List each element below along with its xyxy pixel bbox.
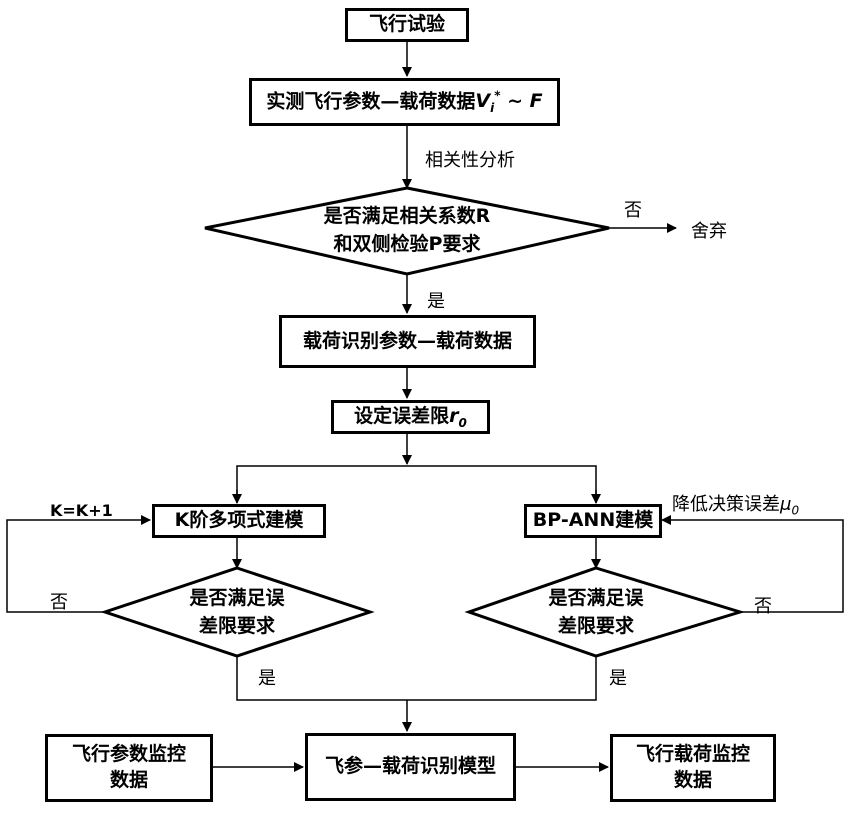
label-yes-left: 是 (258, 664, 276, 690)
decision-correlation-text: 是否满足相关系数R 和双侧检验P要求 (225, 196, 589, 264)
node-flight-load-monitor: 飞行载荷监控 数据 (610, 734, 776, 802)
node-flight-param-monitor: 飞行参数监控 数据 (45, 734, 213, 802)
node-bp-model: BP-ANN建模 (524, 504, 662, 538)
node-id-model-label: 飞参—载荷识别模型 (325, 754, 496, 780)
node-bp-model-label: BP-ANN建模 (533, 508, 653, 534)
decision-right-line1: 是否满足误 (548, 584, 643, 613)
decision-left-text: 是否满足误 差限要求 (150, 582, 324, 642)
label-yes-right: 是 (609, 664, 627, 690)
node-measured-data-label: 实测飞行参数—载荷数据Vi* ~ F (266, 88, 542, 116)
node-set-error-label: 设定误差限r0 (354, 404, 467, 431)
loop-left (7, 520, 150, 612)
label-no-right: 否 (754, 592, 772, 618)
label-discard: 舍弃 (691, 217, 727, 243)
node-load-id-data-label: 载荷识别参数—载荷数据 (303, 329, 512, 355)
node-flight-param-monitor-line2: 数据 (72, 768, 186, 794)
decision-right-line2: 差限要求 (548, 612, 643, 641)
label-no-left: 否 (50, 588, 68, 614)
node-flight-load-monitor-line2: 数据 (636, 768, 750, 794)
split-line (237, 466, 596, 502)
decision-right-text: 是否满足误 差限要求 (509, 582, 683, 642)
decision-correlation-line1: 是否满足相关系数R (324, 202, 491, 231)
node-id-model: 飞参—载荷识别模型 (305, 733, 516, 801)
label-correlation-analysis: 相关性分析 (425, 146, 515, 172)
node-poly-model-label: K阶多项式建模 (175, 508, 304, 534)
label-k-increment: K=K+1 (50, 501, 113, 520)
node-poly-model: K阶多项式建模 (152, 504, 326, 538)
decision-left-line2: 差限要求 (189, 612, 284, 641)
label-yes-top: 是 (427, 287, 445, 313)
label-reduce-error: 降低决策误差μ0 (672, 490, 799, 518)
decision-left-line1: 是否满足误 (189, 584, 284, 613)
node-flight-test: 飞行试验 (345, 8, 469, 42)
node-flight-param-monitor-line1: 飞行参数监控 (72, 742, 186, 768)
node-flight-test-label: 飞行试验 (369, 12, 445, 38)
node-measured-data: 实测飞行参数—载荷数据Vi* ~ F (249, 78, 560, 126)
node-load-id-data: 载荷识别参数—载荷数据 (279, 315, 536, 368)
node-flight-load-monitor-line1: 飞行载荷监控 (636, 742, 750, 768)
node-set-error: 设定误差限r0 (331, 400, 490, 434)
decision-correlation-line2: 和双侧检验P要求 (324, 230, 491, 259)
merge-right (407, 656, 596, 700)
label-no-top: 否 (624, 196, 642, 222)
